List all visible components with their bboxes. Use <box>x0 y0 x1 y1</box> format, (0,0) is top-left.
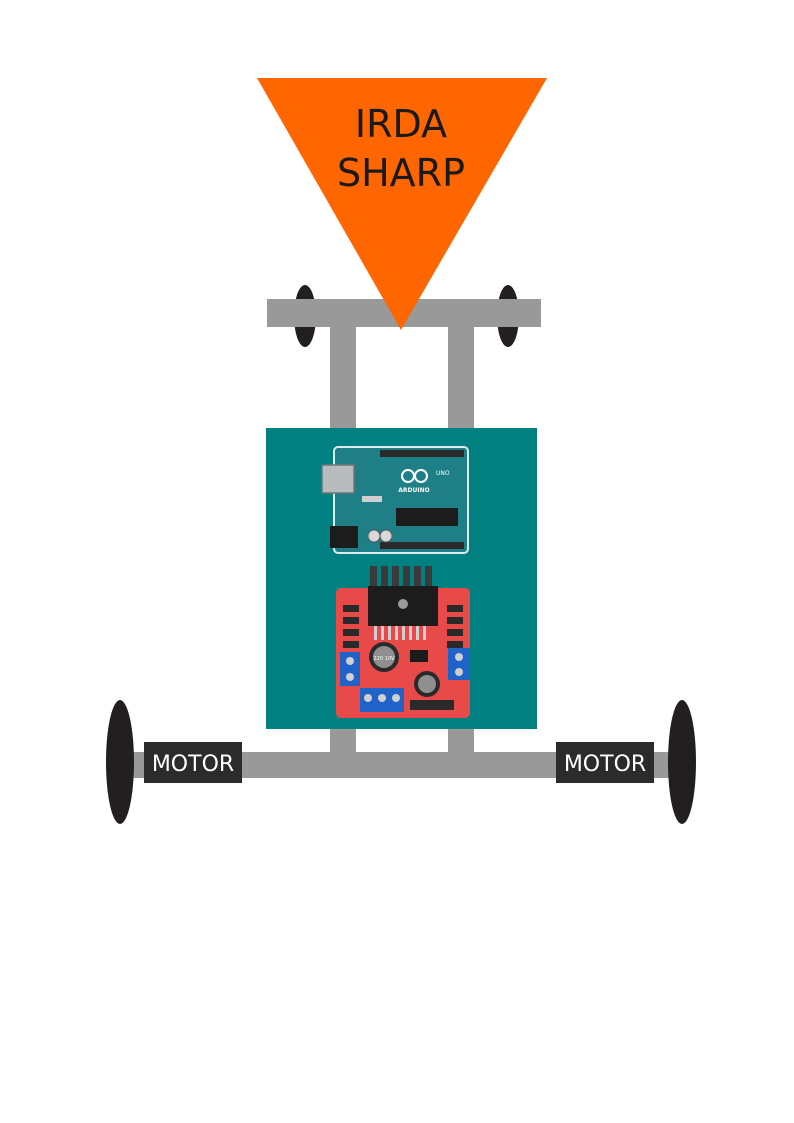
sensor-label-line1: IRDA <box>355 102 447 146</box>
rear-right-wheel <box>668 700 696 824</box>
l298n-motor-driver: 220 10V <box>336 566 470 718</box>
right-motor-label: MOTOR <box>564 752 646 777</box>
microcontroller-chip <box>396 508 458 526</box>
arduino-uno-board: ARDUINO UNO <box>322 447 468 553</box>
left-motor-label: MOTOR <box>152 752 234 777</box>
power-jack <box>330 526 358 548</box>
usb-connector <box>322 465 354 493</box>
arduino-logo-text: ARDUINO <box>398 487 429 494</box>
capacitor-label: 220 10V <box>374 656 395 662</box>
rear-left-wheel <box>106 700 134 824</box>
sensor-label-line2: SHARP <box>337 151 465 195</box>
arduino-model-text: UNO <box>436 470 450 477</box>
